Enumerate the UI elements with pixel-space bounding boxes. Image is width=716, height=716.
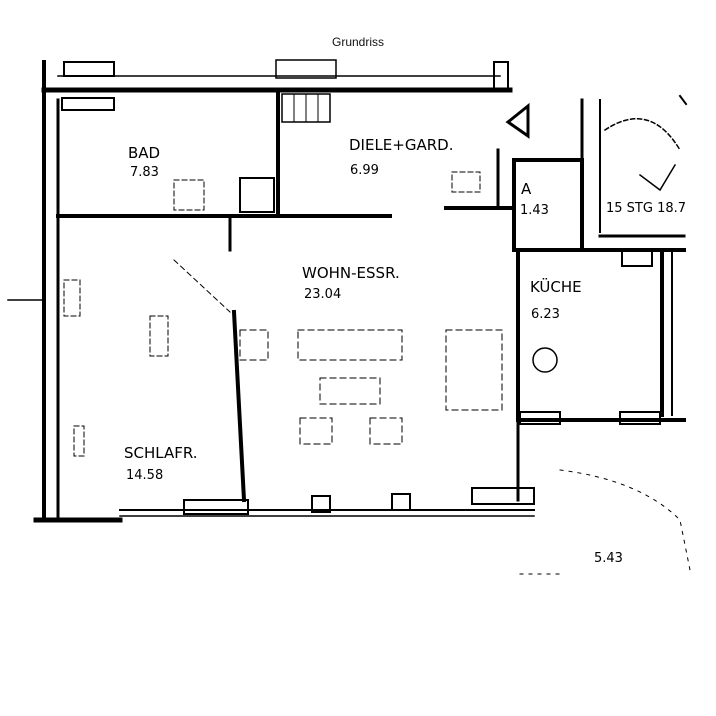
- window-top-mid: [275, 59, 337, 79]
- wall-living-left: [231, 309, 247, 503]
- window-top-right: [493, 61, 509, 91]
- room-area-abstell: 1.43: [520, 203, 549, 218]
- entrance-arrow-icon: [505, 102, 530, 139]
- kitchen-sink: [532, 347, 558, 373]
- room-label-diele: DIELE+GARD.: [349, 136, 453, 154]
- room-label-wohn: WOHN-ESSR.: [302, 264, 400, 282]
- room-label-bad: BAD: [128, 144, 160, 162]
- room-area-bad: 7.83: [130, 165, 159, 180]
- balcony-outline: [559, 469, 691, 571]
- room-area-balkon: 5.43: [594, 551, 623, 566]
- room-area-schlaf: 14.58: [126, 468, 163, 483]
- page-title: Grundriss: [331, 35, 384, 49]
- room-label-kueche: KÜCHE: [530, 277, 582, 296]
- room-area-wohn: 23.04: [304, 287, 341, 302]
- stair-label: 15 STG 18.7: [606, 201, 686, 216]
- window-bottom-2: [311, 495, 331, 513]
- window-top-left: [63, 61, 115, 77]
- room-area-diele: 6.99: [350, 163, 379, 178]
- room-area-kueche: 6.23: [531, 307, 560, 322]
- stair-curve: [603, 118, 682, 152]
- room-label-schlaf: SCHLAFR.: [124, 444, 198, 462]
- window-bottom-4: [471, 487, 535, 505]
- window-bottom-1: [183, 499, 249, 515]
- window-bottom-3: [391, 493, 411, 511]
- shaft: [239, 177, 275, 213]
- room-label-abstell: A: [521, 180, 532, 198]
